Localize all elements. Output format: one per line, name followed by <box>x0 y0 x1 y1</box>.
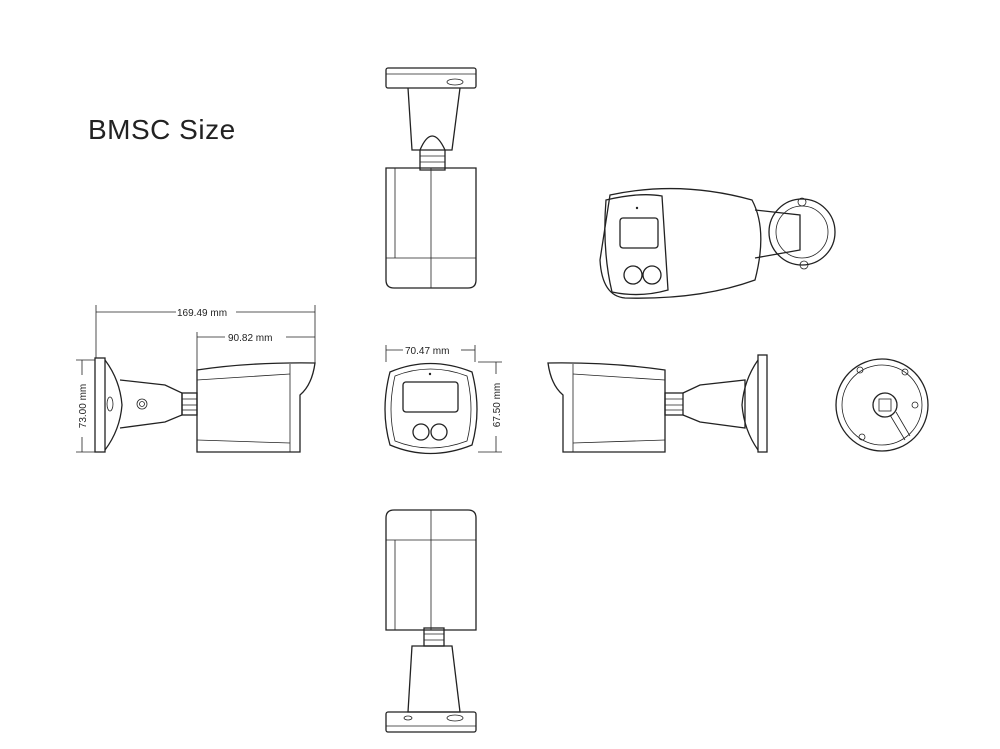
perspective-view <box>599 187 836 299</box>
back-view <box>835 358 929 452</box>
dimension-lines <box>76 305 502 453</box>
top-view <box>385 67 477 289</box>
right-side-view <box>547 354 768 453</box>
body-length-label: 90.82 mm <box>228 333 272 344</box>
front-width-label: 70.47 mm <box>405 346 449 357</box>
left-side-view <box>94 357 316 453</box>
bottom-view <box>385 509 477 733</box>
front-view <box>384 362 478 455</box>
mount-height-label: 73.00 mm <box>78 384 89 428</box>
page-title: BMSC Size <box>88 114 236 145</box>
overall-length-label: 169.49 mm <box>177 308 227 319</box>
front-height-label: 67.50 mm <box>492 383 503 427</box>
